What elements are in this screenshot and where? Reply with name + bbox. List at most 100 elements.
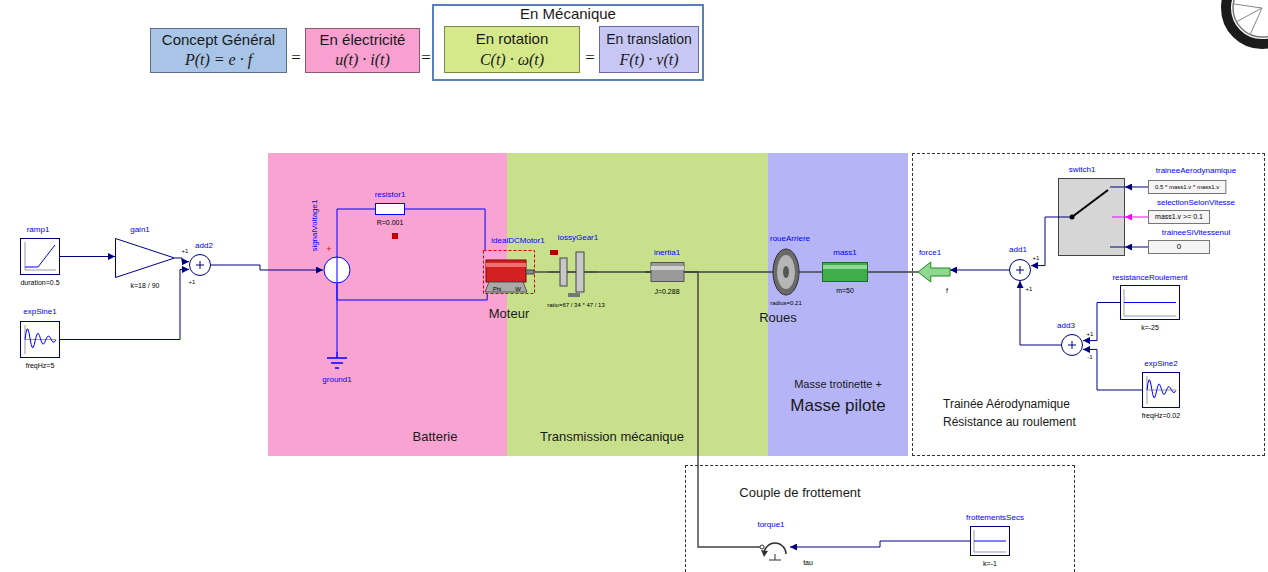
concept-box: Concept GénéralP(t) = e · f <box>150 28 287 73</box>
formula: P(t) = e · f <box>185 51 252 69</box>
parameter-value: tau <box>803 559 813 567</box>
voltage-source: signalVoltage1+ <box>323 256 351 284</box>
parameter-value: -1 <box>1087 354 1092 361</box>
spoke-illustration <box>1250 8 1262 35</box>
torque-arc <box>764 543 786 554</box>
axis-lines <box>25 242 56 270</box>
connector-wire <box>1125 187 1148 188</box>
component-name: ramp1 <box>27 225 50 234</box>
box-heading: En rotation <box>476 30 549 47</box>
domain-band: Masse trotinette +Masse piloteroueArrier… <box>768 153 908 456</box>
parameter-value: +1 <box>182 248 189 255</box>
parameter-value: k=-1 <box>983 560 997 568</box>
gear-shaft <box>548 271 598 273</box>
equals-sign: = <box>421 48 431 68</box>
add-icon <box>189 254 211 276</box>
component-name: add2 <box>195 241 213 250</box>
parameter-value: +1 <box>1087 331 1094 338</box>
axis-lines <box>974 530 1006 552</box>
resistor-symbol: resistor1R=0.001 <box>375 203 405 215</box>
parameter-value: R=0.001 <box>377 219 404 227</box>
connector-wire <box>950 270 1009 271</box>
parameter-value: m=50 <box>836 287 854 295</box>
circle-outline <box>1010 260 1031 281</box>
connector-wire <box>337 209 375 256</box>
inertia-body <box>651 263 684 282</box>
connector-wire <box>337 284 487 300</box>
sine-block: expSine2freqHz=0.02 <box>1142 372 1180 408</box>
inertia-symbol: inertia1J=0.288 <box>645 262 690 282</box>
wheel-hub <box>783 266 789 278</box>
formula: F(t) · v(t) <box>619 51 678 69</box>
resistor-icon <box>375 203 405 215</box>
block-frame <box>21 322 60 358</box>
domain-band: Transmission mécaniquelossyGear1ratio=67… <box>507 153 768 456</box>
motor-body <box>486 260 526 282</box>
connector-wire <box>598 271 645 272</box>
gear-support <box>568 293 580 297</box>
connector-wire <box>800 271 822 272</box>
ground-symbol: ground1 <box>327 352 347 370</box>
box-heading: En électricité <box>320 31 406 48</box>
dashed-group: Trainée AérodynamiqueRésistance au roule… <box>912 153 1265 456</box>
connector-wire <box>1083 303 1120 341</box>
group-note: Trainée Aérodynamique <box>943 398 1070 412</box>
ramp-block: ramp1duration=0.5 <box>20 238 60 275</box>
component-name: mass1 <box>833 248 857 257</box>
block-frame <box>971 527 1010 556</box>
parameter-value: k=-25 <box>1141 324 1159 332</box>
plus-cross <box>196 261 204 269</box>
domain-band: BatteriesignalVoltage1+resistor1R=0.001i… <box>268 153 507 456</box>
box-heading: En Mécanique <box>520 5 616 22</box>
component-name: ground1 <box>322 375 351 384</box>
gear-wheel <box>560 258 567 286</box>
vsource-icon <box>323 256 351 284</box>
spoke-illustration <box>1236 8 1262 22</box>
connector-wire <box>868 271 918 272</box>
switch-control <box>1112 217 1125 218</box>
connector-wire <box>60 269 189 339</box>
part-caption: Moteur <box>489 307 529 322</box>
axis-lines <box>1147 376 1176 404</box>
domain-box: En électricité u(t) · i(t) <box>305 28 420 73</box>
formula: C(t) · ω(t) <box>480 51 544 69</box>
force-arrow: force1f <box>918 262 950 282</box>
formula: u(t) · i(t) <box>335 51 390 69</box>
sine-icon <box>20 321 60 358</box>
component-name: traineeAerodynamique <box>1156 166 1237 175</box>
component-name: expSine1 <box>23 307 56 316</box>
motor-shaft <box>526 270 534 274</box>
motor-icon <box>483 250 535 294</box>
sine-icon <box>1142 372 1180 408</box>
selection-outline <box>484 251 535 294</box>
source-circle <box>324 257 350 283</box>
component-name: switch1 <box>1069 165 1096 174</box>
box-heading: En translation <box>606 31 692 47</box>
connector-wire <box>1125 247 1148 248</box>
expression-text: mass1.v >= 0.1 <box>1155 213 1203 221</box>
sum-circle: add3+1-1 <box>1061 334 1083 356</box>
constant-block: frottementsSecsk=-1 <box>970 526 1010 556</box>
switch-lever <box>1072 190 1108 217</box>
pin-sign: + <box>326 244 331 254</box>
domain-box: En rotationC(t) · ω(t) <box>444 26 580 73</box>
inertia-shine <box>651 266 684 270</box>
circle-outline <box>190 255 211 276</box>
spoke-illustration <box>1234 4 1262 8</box>
torque-symbol: torque1tau <box>760 532 790 562</box>
icon-text: Phi <box>493 286 502 293</box>
const-icon <box>970 526 1010 556</box>
expression-box: traineeSiVitessenul0 <box>1148 240 1210 254</box>
mass-body <box>823 263 868 282</box>
connector-wire <box>690 271 772 272</box>
rotation-band-fill <box>507 153 768 456</box>
torque-head <box>761 550 768 557</box>
ramp-curve <box>25 245 55 267</box>
parameter-value: +1 <box>1026 286 1033 293</box>
constant-line <box>974 541 1006 542</box>
connector-wire <box>790 541 970 547</box>
equals-sign: = <box>585 48 595 68</box>
add-icon <box>1061 334 1083 356</box>
